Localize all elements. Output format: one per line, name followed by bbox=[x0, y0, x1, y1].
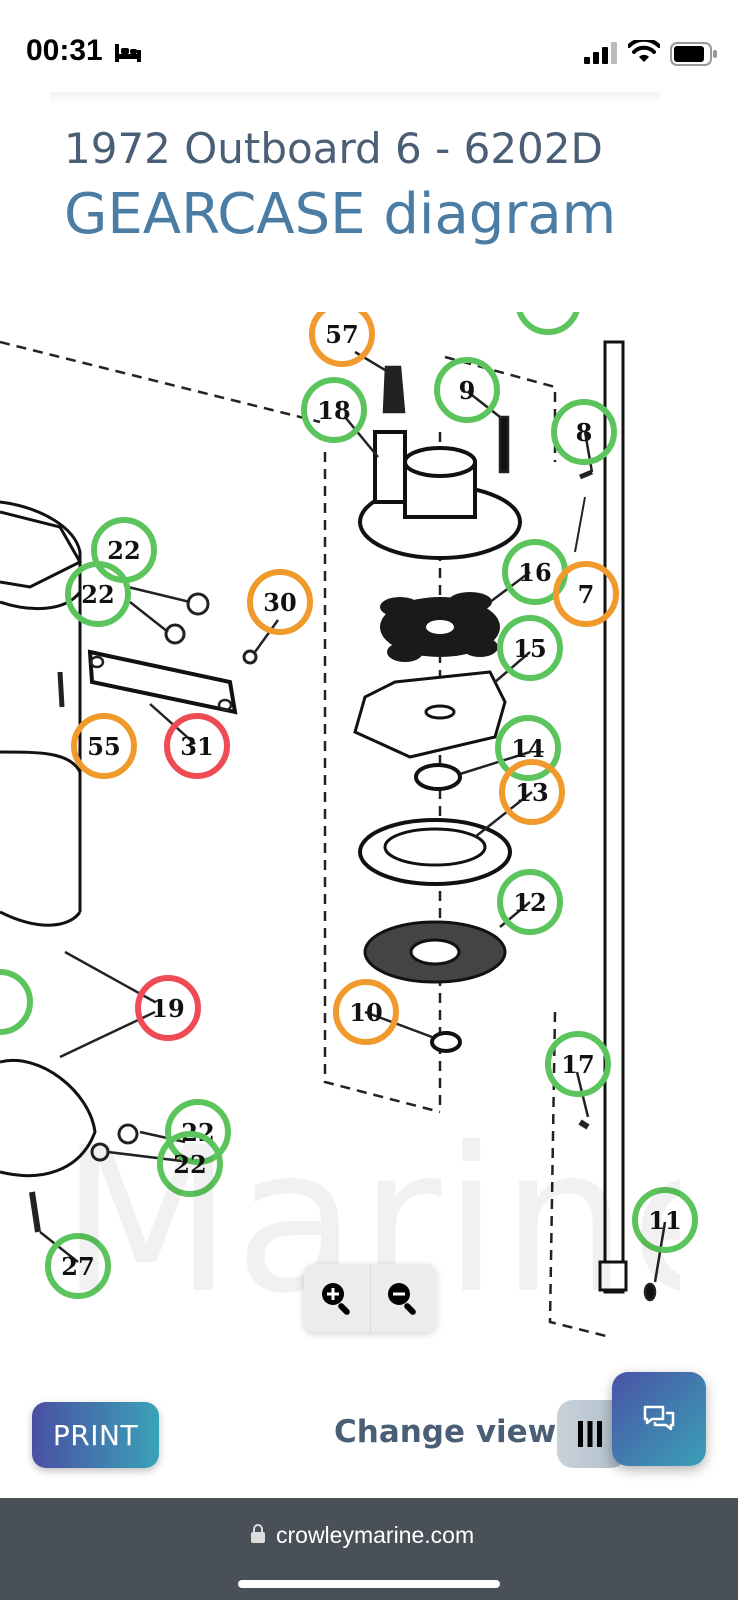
part-callout-31[interactable]: 31 bbox=[164, 713, 230, 779]
callout-circle bbox=[165, 1099, 231, 1165]
callout-label: 11 bbox=[648, 1206, 681, 1235]
browser-url-text: crowleymarine.com bbox=[276, 1522, 475, 1548]
callout-circle bbox=[497, 869, 563, 935]
callout-label: 10 bbox=[349, 998, 382, 1027]
cellular-signal-icon bbox=[584, 42, 617, 64]
status-time: 00:31 bbox=[26, 34, 103, 67]
part-callout-22[interactable]: 22 bbox=[65, 561, 131, 627]
part-callout-9[interactable]: 9 bbox=[434, 357, 500, 423]
part-callout-57[interactable]: 57 bbox=[309, 312, 375, 367]
callout-circle bbox=[495, 715, 561, 781]
callout-label: 22 bbox=[173, 1150, 206, 1179]
lock-icon bbox=[251, 1524, 265, 1543]
part-callout-19[interactable]: 19 bbox=[135, 975, 201, 1041]
callout-label: 30 bbox=[263, 588, 296, 617]
callout-label: 16 bbox=[518, 558, 551, 587]
callout-label: 31 bbox=[180, 732, 213, 761]
page-subtitle: 1972 Outboard 6 - 6202D bbox=[64, 124, 603, 173]
callout-circle bbox=[632, 1187, 698, 1253]
callout-label: 19 bbox=[151, 994, 184, 1023]
callout-circle bbox=[45, 1233, 111, 1299]
column-view-icon bbox=[578, 1421, 602, 1447]
parts-diagram-drawing: 5718982222301671555311413121910172222112… bbox=[0, 312, 698, 1339]
part-callout-18[interactable]: 18 bbox=[301, 377, 367, 443]
callout-circle bbox=[545, 1031, 611, 1097]
part-callout-11[interactable]: 11 bbox=[632, 1187, 698, 1253]
status-bar: 00:31 bbox=[0, 0, 738, 100]
callout-circle bbox=[135, 975, 201, 1041]
callout-circle bbox=[247, 569, 313, 635]
part-callout-7[interactable]: 7 bbox=[553, 561, 619, 627]
zoom-out-button[interactable] bbox=[370, 1264, 436, 1332]
battery-icon bbox=[670, 42, 717, 66]
part-callout-12[interactable]: 12 bbox=[497, 869, 563, 935]
callout-label: 22 bbox=[107, 536, 140, 565]
callout-circle bbox=[551, 399, 617, 465]
part-callout-55[interactable]: 55 bbox=[71, 713, 137, 779]
callout-label: 27 bbox=[61, 1252, 94, 1281]
part-callout-14[interactable]: 14 bbox=[495, 715, 561, 781]
part-callout-30[interactable]: 30 bbox=[247, 569, 313, 635]
callout-circle bbox=[301, 377, 367, 443]
callout-circle bbox=[499, 759, 565, 825]
print-button[interactable]: PRINT bbox=[32, 1402, 159, 1468]
partial-callout-circle bbox=[516, 312, 580, 335]
callout-circle bbox=[434, 357, 500, 423]
callout-label: 17 bbox=[561, 1050, 594, 1079]
callout-circle bbox=[164, 713, 230, 779]
zoom-controls bbox=[304, 1264, 436, 1332]
page-title: GEARCASE diagram bbox=[64, 182, 617, 247]
callout-label: 22 bbox=[81, 580, 114, 609]
callout-label: 13 bbox=[515, 778, 548, 807]
callout-label: 7 bbox=[578, 580, 595, 609]
zoom-in-button[interactable] bbox=[304, 1264, 371, 1332]
change-view-label: Change view: bbox=[334, 1414, 569, 1450]
part-callout-17[interactable]: 17 bbox=[545, 1031, 611, 1097]
header-shadow bbox=[50, 92, 660, 104]
sleep-focus-icon bbox=[115, 44, 141, 62]
callout-label: 15 bbox=[513, 634, 546, 663]
callout-label: 9 bbox=[459, 376, 476, 405]
callout-label: 12 bbox=[513, 888, 546, 917]
part-callout-22[interactable]: 22 bbox=[157, 1131, 223, 1197]
callout-label: 18 bbox=[317, 396, 350, 425]
callout-label: 8 bbox=[576, 418, 593, 447]
partial-callout-circle bbox=[0, 969, 33, 1035]
part-callout-8[interactable]: 8 bbox=[551, 399, 617, 465]
chat-icon bbox=[643, 1405, 675, 1431]
callout-label: 55 bbox=[87, 732, 120, 761]
part-callout-22[interactable]: 22 bbox=[91, 517, 157, 583]
callout-circle bbox=[65, 561, 131, 627]
callout-circle bbox=[553, 561, 619, 627]
part-callout-27[interactable]: 27 bbox=[45, 1233, 111, 1299]
callout-circle bbox=[309, 312, 375, 367]
callout-circle bbox=[71, 713, 137, 779]
callout-circle bbox=[333, 979, 399, 1045]
callout-circle bbox=[497, 615, 563, 681]
part-callout-13[interactable]: 13 bbox=[499, 759, 565, 825]
zoom-out-icon bbox=[388, 1283, 416, 1315]
callout-label: 57 bbox=[325, 320, 358, 349]
callout-label: 14 bbox=[511, 734, 544, 763]
zoom-in-icon bbox=[322, 1283, 350, 1315]
part-callout-15[interactable]: 15 bbox=[497, 615, 563, 681]
chat-button[interactable] bbox=[612, 1372, 706, 1466]
part-callout-10[interactable]: 10 bbox=[333, 979, 399, 1045]
callout-circle bbox=[157, 1131, 223, 1197]
print-button-label: PRINT bbox=[52, 1418, 139, 1452]
wifi-icon bbox=[628, 40, 660, 62]
home-indicator bbox=[238, 1580, 500, 1588]
